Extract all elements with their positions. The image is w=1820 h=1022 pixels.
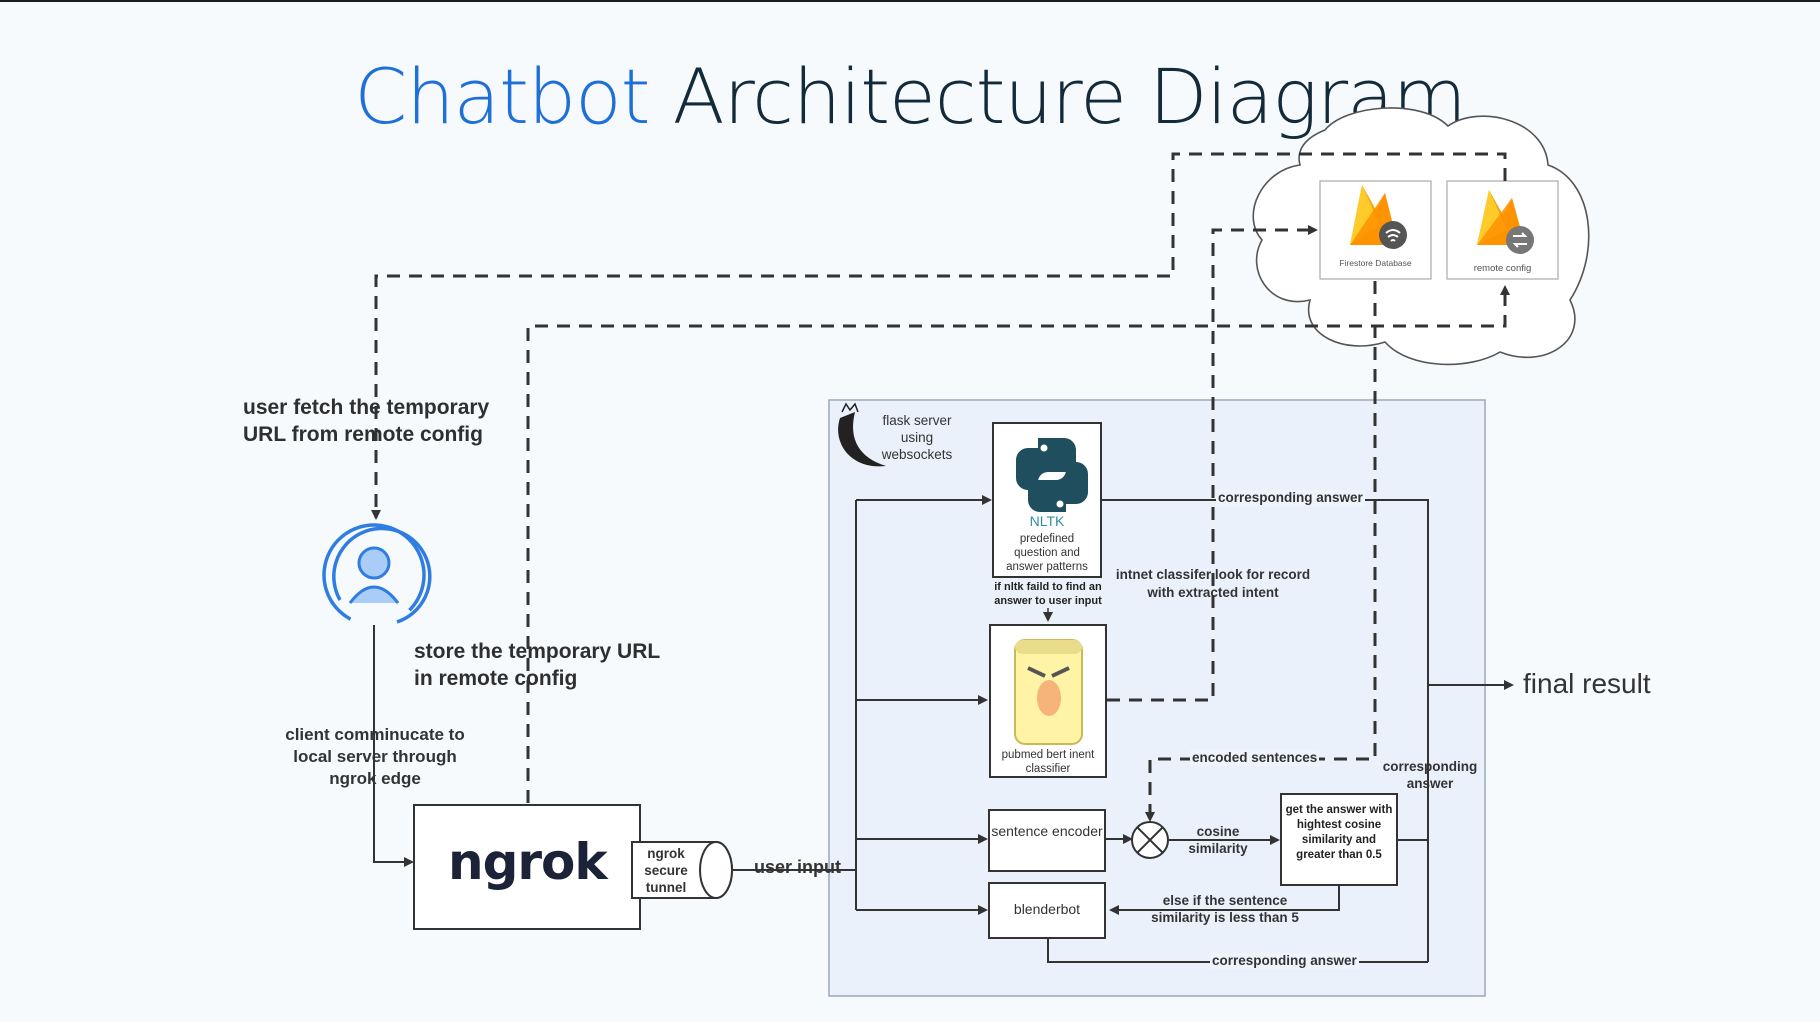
corresponding-answer-bottom: corresponding answer	[1210, 953, 1359, 970]
firestore-label: Firestore Database	[1339, 258, 1412, 268]
corresponding-answer-top: corresponding answer	[1216, 490, 1365, 507]
cosine-similarity-label: cosine similarity	[1188, 824, 1248, 856]
title-accent: Chatbot	[354, 52, 650, 141]
remote-config-label: remote config	[1473, 263, 1532, 274]
ngrok-box	[413, 804, 641, 930]
corresponding-answer-mid: corresponding answer	[1382, 759, 1478, 791]
nltk-label: NLTK	[1029, 513, 1065, 529]
encoded-sentences-label: encoded sentences	[1190, 750, 1320, 767]
ngrok-tunnel-label: ngrok secure tunnel	[644, 846, 688, 895]
flask-icon	[838, 402, 886, 467]
user-fetch-label: user fetch the temporary URL from remote…	[243, 394, 513, 448]
ngrok-tunnel	[631, 841, 733, 899]
else-if-label: else if the sentence similarity is less …	[1151, 893, 1299, 925]
client-comm-label: client comminucate to local server throu…	[285, 725, 465, 788]
intent-lookup-label: intnet classifer look for record with ex…	[1115, 567, 1311, 600]
pubmed-label: pubmed bert inent classifier	[1001, 749, 1095, 775]
blenderbot-box	[988, 882, 1106, 939]
flask-label: flask server using websockets	[881, 413, 953, 462]
ngrok-logo: ngrok	[448, 833, 608, 891]
highest-similarity-label: get the answer with hightest cosine simi…	[1285, 804, 1393, 861]
final-result-label: final result	[1523, 668, 1651, 699]
user-fetch-text: user fetch the temporary URL from remote…	[243, 396, 490, 446]
sentence-encoder-box	[988, 809, 1106, 872]
firebase-icon	[1477, 190, 1534, 254]
nltk-failed-label: if nltk faild to find an answer to user …	[994, 581, 1102, 607]
nltk-desc: predefined question and answer patterns	[1006, 533, 1088, 573]
blenderbot-label: blenderbot	[1013, 901, 1081, 917]
user-icon	[322, 523, 432, 627]
bert-icon	[1014, 639, 1083, 745]
firebase-icon	[1350, 185, 1407, 249]
sentence-encoder-label: sentence encoder	[991, 823, 1103, 839]
store-url-text: store the temporary URL in remote config	[414, 640, 660, 690]
cosine-icon	[1131, 821, 1169, 859]
python-icon	[1016, 438, 1088, 512]
store-url-label: store the temporary URL in remote config	[414, 638, 674, 692]
user-input-label: user input	[754, 857, 842, 877]
top-border	[0, 0, 1820, 2]
